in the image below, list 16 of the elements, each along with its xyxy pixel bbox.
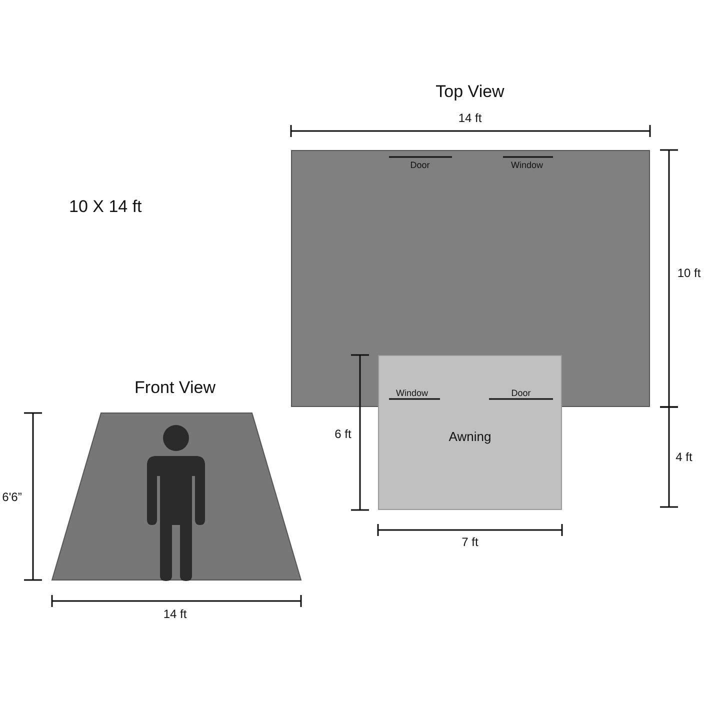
view-title: Front View — [134, 379, 216, 396]
area-label: Awning — [448, 430, 492, 443]
size-label: 10 X 14 ft — [69, 198, 142, 215]
dimension-label: 6'6” — [2, 491, 22, 503]
opening-label: Door — [410, 161, 430, 170]
opening-label: Window — [511, 161, 543, 170]
opening-label: Door — [511, 389, 531, 398]
awning-area — [378, 355, 562, 510]
dimension-label: 6 ft — [334, 428, 352, 440]
dimension-label: 7 ft — [462, 536, 478, 548]
dimension-label: 4 ft — [676, 451, 692, 463]
dimension-label: 14 ft — [163, 608, 187, 620]
dimension-label: 10 ft — [677, 267, 701, 279]
opening-label: Window — [396, 389, 428, 398]
dimension-label: 14 ft — [458, 112, 482, 124]
view-title: Top View — [436, 83, 504, 100]
